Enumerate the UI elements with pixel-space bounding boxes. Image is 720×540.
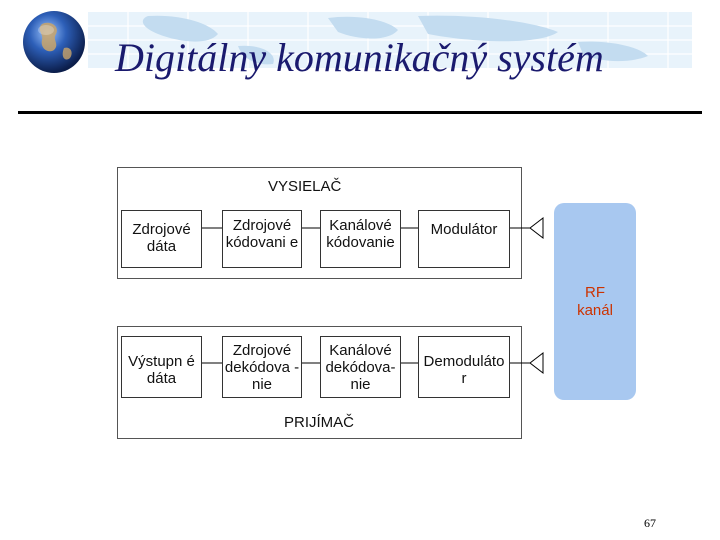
rf-channel-label: RF kanál: [577, 283, 613, 319]
channel-coding-block: Kanálové kódovanie: [320, 210, 401, 268]
rf-channel-block: RF kanál: [554, 203, 636, 400]
modulator-block: Modulátor: [418, 210, 510, 268]
source-coding-block: Zdrojové kódovani e: [222, 210, 302, 268]
receiver-label: PRIJÍMAČ: [284, 414, 355, 431]
world-map-banner: [88, 12, 692, 68]
demodulator-block: Demoduláto r: [418, 336, 510, 398]
transmitter-label: VYSIELAČ: [268, 178, 342, 195]
title-divider: [18, 111, 702, 114]
slide-title: Digitálny komunikačný systém: [115, 35, 604, 80]
source-decoding-block: Zdrojové dekódova -nie: [222, 336, 302, 398]
output-data-block: Výstupn é dáta: [121, 336, 202, 398]
globe-logo: [23, 11, 85, 73]
page-number: 67: [644, 516, 656, 530]
channel-decoding-block: Kanálové dekódova- nie: [320, 336, 401, 398]
source-data-block: Zdrojové dáta: [121, 210, 202, 268]
